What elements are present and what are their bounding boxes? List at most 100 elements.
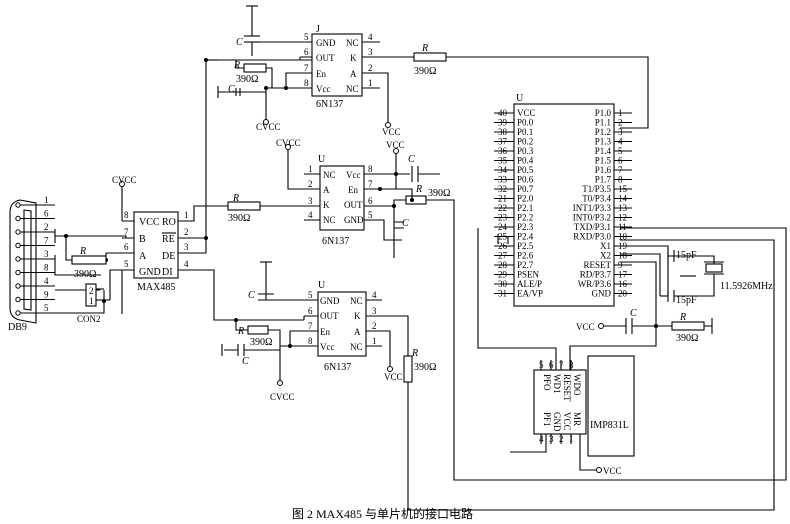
- db9-pin: 7: [15, 236, 55, 249]
- mcu-pin-label: RXD/P3.0: [573, 232, 611, 242]
- svg-text:Vcc: Vcc: [320, 342, 335, 352]
- mcu-pin-label: P0.0: [517, 118, 534, 128]
- mcu-pin-number: 27: [498, 251, 508, 261]
- svg-text:1: 1: [372, 336, 377, 346]
- junction-dot: [64, 234, 68, 238]
- mcu-right-pin: 4P1.3: [595, 137, 632, 147]
- mcu-pin-label: P0.5: [517, 165, 534, 175]
- svg-text:2: 2: [372, 321, 377, 331]
- imp-pin-number: 2: [559, 434, 564, 444]
- mcu-pin-number: 26: [498, 241, 508, 251]
- mcu-pin-number: 3: [618, 127, 623, 137]
- mcu-pin-label: TXD/P3.1: [574, 222, 611, 232]
- svg-text:R: R: [421, 43, 428, 54]
- max485-pin-re: RE: [162, 234, 175, 245]
- resistor-value: 390Ω: [74, 269, 96, 280]
- svg-text:NC: NC: [323, 215, 336, 225]
- mcu-pin-label: T1/P3.5: [582, 184, 611, 194]
- db9-pin: 6: [15, 209, 55, 222]
- max485-pin-vcc: VCC: [139, 217, 160, 228]
- svg-text:Vcc: Vcc: [346, 170, 361, 180]
- mcu-pin-label: P1.2: [595, 127, 611, 137]
- mcu-pin-number: 37: [498, 137, 508, 147]
- imp-pin-label: WD1: [552, 374, 562, 394]
- mcu-pin-number: 20: [618, 289, 628, 299]
- imp-pin-label: RESET: [562, 374, 572, 402]
- mcu-pin-label: P1.0: [595, 108, 612, 118]
- svg-text:C: C: [242, 356, 249, 367]
- svg-text:CVCC: CVCC: [276, 138, 301, 148]
- mcu-pin-number: 18: [618, 251, 628, 261]
- svg-text:R: R: [233, 60, 240, 71]
- svg-text:5: 5: [304, 32, 309, 42]
- svg-text:8: 8: [304, 78, 309, 88]
- svg-text:3: 3: [372, 306, 377, 316]
- mcu-pin-number: 10: [618, 232, 628, 242]
- mcu-pin-label: P1.3: [595, 137, 612, 147]
- svg-text:R: R: [237, 326, 244, 337]
- mcu-pin-label: ALE/P: [517, 279, 542, 289]
- mcu-pin-number: 7: [618, 165, 623, 175]
- mcu-pin-label: P2.7: [517, 260, 534, 270]
- imp-pin-number: 1: [569, 434, 574, 444]
- db9-pin: 1: [15, 195, 55, 208]
- mcu-pin-label: GND: [592, 289, 612, 299]
- mcu-pin-number: 1: [618, 108, 623, 118]
- max485-pin-gnd: GND: [139, 267, 161, 278]
- svg-text:C: C: [228, 84, 235, 95]
- mcu-right-pin: 5P1.4: [595, 146, 632, 156]
- svg-text:CVCC: CVCC: [256, 122, 281, 132]
- db9-label: DB9: [8, 322, 27, 333]
- svg-text:C: C: [402, 218, 409, 229]
- mcu-pin-number: 17: [618, 270, 628, 280]
- resistor-value: 390Ω: [228, 213, 250, 224]
- svg-text:En: En: [316, 69, 326, 79]
- mcu-pin-label: P1.1: [595, 118, 611, 128]
- svg-text:OUT: OUT: [320, 311, 339, 321]
- max485-pin-di: DI: [162, 267, 173, 278]
- svg-text:CVCC: CVCC: [270, 392, 295, 402]
- svg-text:7: 7: [124, 227, 129, 237]
- resistor-label: R: [79, 246, 86, 257]
- mcu-pin-label: T0/P3.4: [582, 194, 611, 204]
- mcu-pin-number: 8: [618, 175, 623, 185]
- mcu-left-pin: 27 P2.6: [494, 251, 534, 261]
- db9-pin-number: 1: [44, 195, 49, 205]
- mcu-pin-label: RESET: [583, 260, 611, 270]
- svg-text:6: 6: [368, 196, 373, 206]
- max485-pin-ro: RO: [162, 217, 176, 228]
- max485-chip: VCC B A GND RO RE DE DI MAX485 8 7 6 5 1…: [122, 210, 190, 293]
- svg-text:Vcc: Vcc: [316, 84, 331, 94]
- svg-text:A: A: [323, 185, 330, 195]
- svg-text:GND: GND: [344, 215, 364, 225]
- db9-pin-number: 2: [44, 222, 49, 232]
- svg-text:15pF: 15pF: [676, 295, 697, 306]
- svg-text:7: 7: [304, 63, 309, 73]
- svg-text:3: 3: [368, 47, 373, 57]
- imp-pin-label: WDO: [572, 374, 582, 396]
- mcu-pin-label: P1.4: [595, 146, 612, 156]
- capacitor-label: C: [236, 37, 243, 48]
- con2-connector: 2 1 CON2: [77, 283, 104, 324]
- mcu-pin-label: P2.6: [517, 251, 534, 261]
- svg-text:390Ω: 390Ω: [236, 74, 258, 85]
- svg-text:U: U: [318, 280, 326, 291]
- resistor-bottom-k: R 390Ω: [403, 348, 436, 383]
- max485-pin-de: DE: [162, 251, 175, 262]
- svg-text:A: A: [354, 327, 361, 337]
- svg-text:1: 1: [89, 296, 94, 306]
- mcu-pin-number: 36: [498, 146, 508, 156]
